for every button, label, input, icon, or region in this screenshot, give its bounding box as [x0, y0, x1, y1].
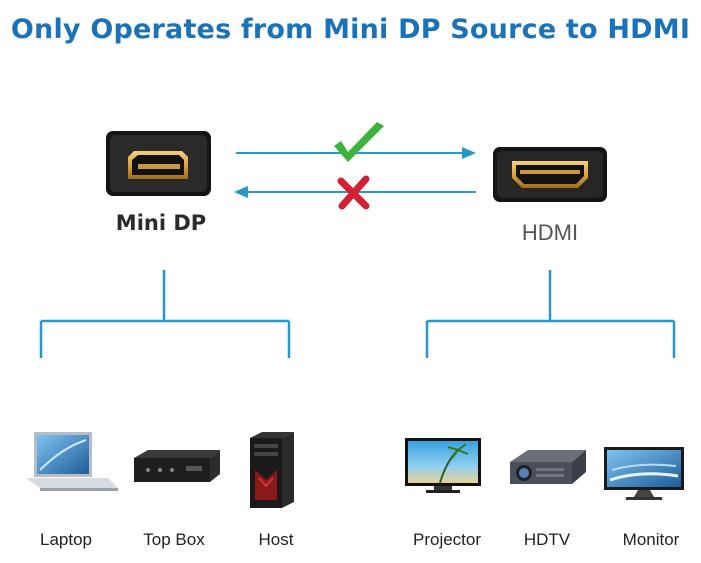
- hdtv-label: HDTV: [523, 530, 571, 549]
- laptop-icon: [26, 432, 118, 491]
- reverse-arrow: [234, 186, 476, 198]
- set-top-box-icon: [134, 450, 220, 482]
- hdmi-connector-icon: [493, 147, 607, 202]
- page-title: Only Operates from Mini DP Source to HDM…: [10, 14, 691, 45]
- monitor-label: Monitor: [622, 530, 680, 549]
- mini-dp-connector-icon: [106, 131, 211, 196]
- monitor-icon: [604, 447, 684, 500]
- host-label: Host: [258, 530, 294, 549]
- source-tree: [39, 270, 291, 358]
- target-tree: [425, 270, 676, 358]
- mini-dp-label: Mini DP: [115, 211, 207, 235]
- desktop-tower-icon: [250, 432, 294, 508]
- video-projector-icon: [510, 450, 586, 484]
- hdmi-label: HDMI: [521, 220, 579, 245]
- projector-label: Projector: [412, 530, 482, 549]
- laptop-label: Laptop: [40, 530, 92, 549]
- projector-screen-icon: [405, 438, 481, 493]
- check-icon: [334, 122, 384, 162]
- top-box-label: Top Box: [143, 530, 205, 549]
- cross-icon: [337, 175, 370, 210]
